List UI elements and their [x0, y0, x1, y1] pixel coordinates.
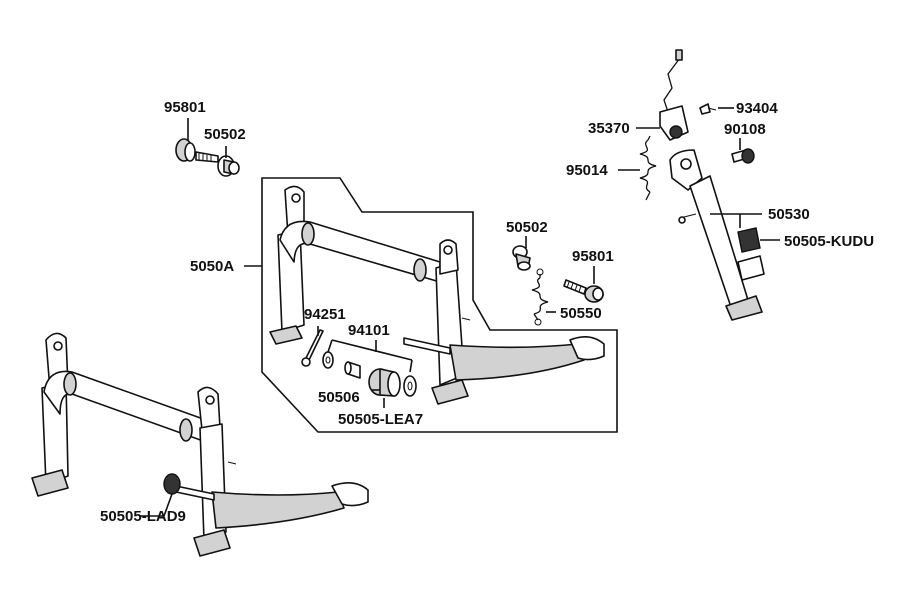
label-95801-mid: 95801 [572, 248, 614, 265]
washer-right [403, 375, 417, 397]
label-50505-LEA7: 50505-LEA7 [338, 411, 424, 428]
label-35370: 35370 [588, 120, 630, 137]
label-50502-top: 50502 [204, 126, 246, 143]
side-stand-50530 [669, 149, 765, 321]
center-stand-lower [31, 332, 369, 557]
label-50550: 50550 [560, 305, 602, 322]
label-50505-KUDU: 50505-KUDU [784, 233, 875, 250]
collar-50502-top [217, 155, 240, 177]
center-stand-5050A [269, 185, 605, 405]
label-50502-mid: 50502 [506, 219, 548, 236]
label-5050A: 5050A [190, 258, 235, 275]
bushing-50505-LAD9 [163, 473, 181, 495]
label-94251: 94251 [304, 306, 346, 323]
label-94101: 94101 [348, 322, 390, 339]
label-50530: 50530 [768, 206, 810, 223]
assembly-frame [261, 177, 618, 433]
leader-lines [140, 107, 780, 517]
switch-35370 [659, 49, 689, 141]
label-90108: 90108 [724, 121, 766, 138]
pin-94251 [301, 329, 324, 367]
label-50506: 50506 [318, 389, 360, 406]
label-95801-top: 95801 [164, 99, 206, 116]
collar-50502-mid [512, 245, 531, 271]
bolt-95801-top [175, 138, 219, 163]
bracket-94101 [327, 339, 413, 373]
bushing-50505-LEA7 [368, 368, 401, 397]
label-93404: 93404 [736, 100, 778, 117]
bolt-95801-mid [563, 279, 604, 303]
rubber-50505-KUDU [737, 227, 761, 253]
spring-50550 [531, 268, 549, 326]
label-50505-LAD9: 50505-LAD9 [100, 508, 186, 525]
bolt-90108 [731, 148, 755, 164]
screw-93404 [699, 103, 717, 115]
washer-left [322, 351, 334, 369]
sleeve-50506 [344, 361, 361, 379]
spring-95014 [639, 135, 657, 201]
label-95014: 95014 [566, 162, 608, 179]
